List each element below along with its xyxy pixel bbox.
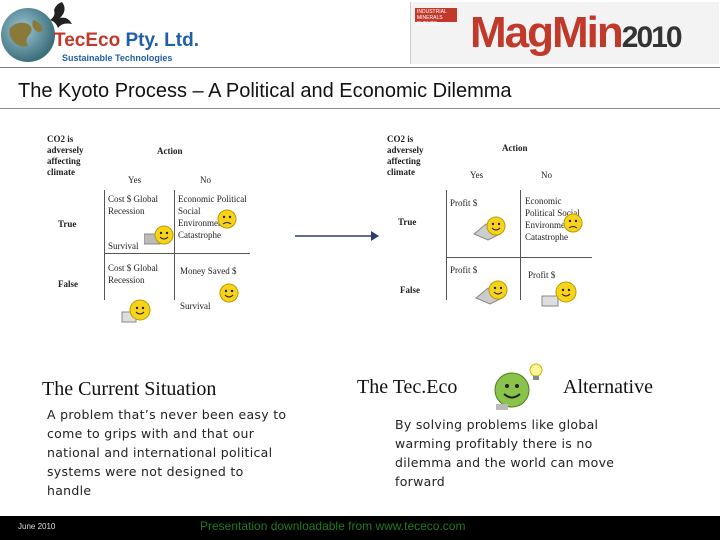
page-title: The Kyoto Process – A Political and Econ… xyxy=(18,80,512,102)
right-grid-vline-1 xyxy=(446,190,447,300)
alternative-heading-left: The Tec.Eco xyxy=(357,376,458,398)
right-row-header: CO2 is adversely affecting climate xyxy=(387,134,424,177)
event-banner xyxy=(410,2,719,64)
footer-bar xyxy=(0,516,720,540)
left-cell-false-yes: Cost $ Global Recession xyxy=(108,263,159,285)
left-cell-true-yes: Cost $ Global Recession xyxy=(108,194,159,216)
left-row-true: True xyxy=(58,219,77,229)
right-action-header: Action xyxy=(502,143,528,153)
smiling-money-icon xyxy=(144,225,174,245)
smiling-money-icon xyxy=(475,280,508,305)
worried-face-icon xyxy=(217,209,237,229)
title-rule xyxy=(0,108,720,109)
tececo-globe-logo xyxy=(1,2,72,62)
event-badge-text: INDUSTRIAL MINERALS EVENTS xyxy=(417,9,447,27)
smiling-money-icon xyxy=(473,216,506,241)
right-grid-vline-2 xyxy=(520,190,521,300)
left-row-false: False xyxy=(58,279,78,289)
left-cell-true-no: Economic Political Social Environmental … xyxy=(178,194,247,240)
left-below-note: Survival xyxy=(180,301,211,311)
lightbulb-face-icon xyxy=(494,363,543,410)
left-col-yes: Yes xyxy=(128,175,142,185)
right-row-true: True xyxy=(398,217,417,227)
right-col-yes: Yes xyxy=(470,170,484,180)
footer-download-link[interactable]: Presentation downloadable from www.tecec… xyxy=(200,519,466,533)
left-grid-hline xyxy=(104,253,250,254)
transition-arrow-icon xyxy=(295,231,379,241)
left-col-no: No xyxy=(200,175,211,185)
left-row-header: CO2 is adversely affecting climate xyxy=(47,134,84,177)
right-grid-hline xyxy=(446,257,592,258)
alternative-body: By solving problems like global warming … xyxy=(395,417,615,489)
left-action-header: Action xyxy=(157,146,183,156)
current-situation-body: A problem that’s never been easy to come… xyxy=(47,407,287,498)
header-banner: TecEco Pty. Ltd. Sustainable Technologie… xyxy=(0,0,720,70)
smiling-face-icon xyxy=(219,283,239,303)
right-cell-false-yes: Profit $ xyxy=(450,265,478,275)
left-cell-false-no: Money Saved $ xyxy=(180,266,237,276)
smiling-face-icon xyxy=(121,299,151,323)
event-badge xyxy=(415,8,457,22)
right-cell-true-yes: Profit $ xyxy=(450,198,478,208)
right-col-no: No xyxy=(541,170,552,180)
company-name: TecEco Pty. Ltd. xyxy=(54,30,200,51)
left-cell-true-yes-note: Survival xyxy=(108,241,139,251)
right-cell-false-no: Profit $ xyxy=(528,270,556,280)
worried-face-icon xyxy=(563,213,583,233)
right-row-false: False xyxy=(400,285,420,295)
left-grid-vline-2 xyxy=(174,190,175,300)
current-situation-heading: The Current Situation xyxy=(42,378,217,400)
right-cell-true-no: Economic Political Social Environmental … xyxy=(525,196,580,242)
header-rule xyxy=(0,67,720,68)
footer-date: June 2010 xyxy=(18,522,56,531)
company-tagline: Sustainable Technologies xyxy=(62,53,173,63)
alternative-heading-right: Alternative xyxy=(563,376,653,398)
left-grid-vline-1 xyxy=(104,190,105,300)
smiling-money-icon xyxy=(541,281,577,307)
event-logo: MagMin2010 xyxy=(470,8,683,57)
